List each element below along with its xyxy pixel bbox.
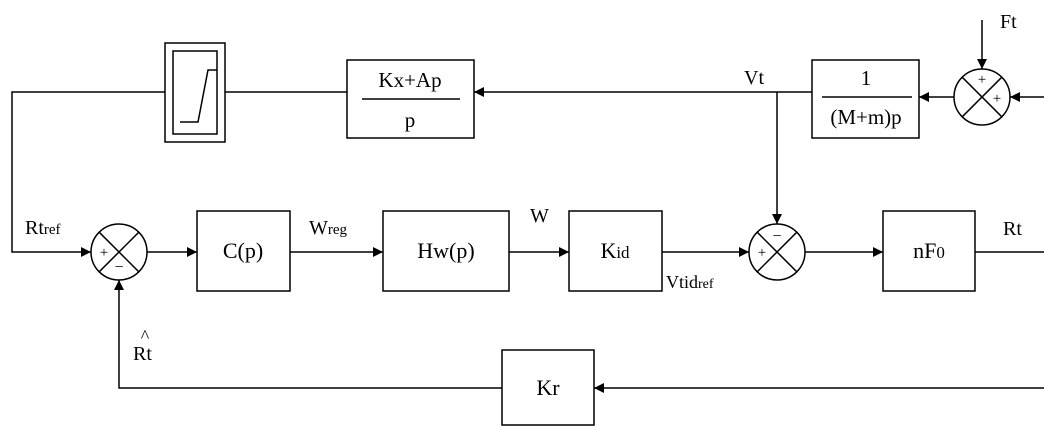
label-rthat: Rt [133,343,152,365]
label-rt: Rt [1003,218,1022,240]
label-ft: Ft [1000,11,1017,33]
sum-mid-sign-top: − [772,228,781,245]
controller-k-denominator: p [405,108,416,132]
sum-junction-mid: − + [748,223,806,281]
sum-mid-sign-left: + [758,245,766,261]
label-rtref: Rtref [25,217,61,239]
sum-junction-top: + + [953,68,1011,126]
connections [11,20,1044,393]
sum-top-sign-right: + [993,91,1001,107]
hw-block: Hw(p) [382,210,510,292]
label-vt: Vt [744,67,764,89]
kr-block-label: Kr [536,375,560,400]
sum-top-sign-top: + [978,72,986,88]
sum-left-sign-bottom: − [114,259,123,276]
plant-block: 1 (M+m)p [811,59,920,139]
limiter-to-sum-line [11,91,165,257]
kid-block: Kid [568,210,663,292]
label-rthat-accent: ^ [141,326,150,346]
label-vtidref: Vtidref [666,272,714,292]
nf0-block-label: nF0 [913,238,945,263]
controller-k-block: Kx+Ap p [346,59,475,139]
sum-junction-left: + − [90,223,148,281]
nf0-block: nF0 [882,210,976,292]
kr-to-sum-line [114,280,502,389]
sum-left-sign-left: + [100,245,108,261]
kr-block: Kr [501,349,595,426]
plant-denominator: (M+m)p [830,105,901,129]
kid-block-label: Kid [600,238,630,263]
label-w: W [530,205,549,227]
saturation-icon [180,69,217,123]
plant-numerator: 1 [861,66,872,90]
label-wreg: Wreg [309,217,348,239]
limiter-block [164,42,226,143]
c-block-label: C(p) [223,238,263,263]
c-block: C(p) [196,210,291,292]
hw-block-label: Hw(p) [417,238,474,263]
controller-k-numerator: Kx+Ap [378,68,441,92]
